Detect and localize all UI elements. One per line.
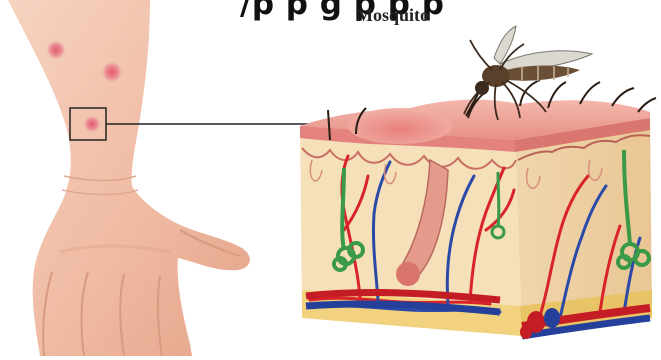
bite-mark xyxy=(101,61,123,83)
bite-mark xyxy=(83,115,101,133)
bite-bump xyxy=(348,108,452,144)
hand-illustration xyxy=(0,0,250,356)
bite-mark xyxy=(46,40,66,60)
skin-cross-section-illustration xyxy=(300,80,656,339)
mosquito-label: Mosquito xyxy=(356,5,429,26)
